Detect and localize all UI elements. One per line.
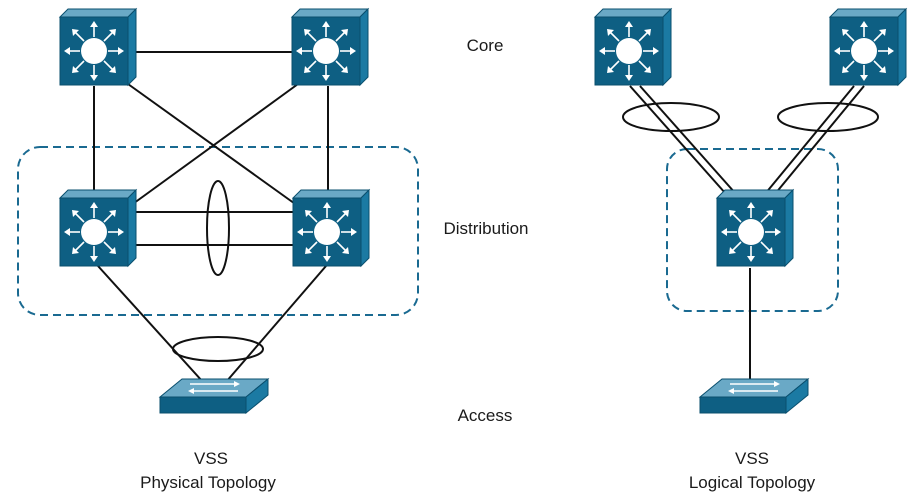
link-core2-vss-a <box>764 85 855 195</box>
logical-vss-switch <box>716 189 794 267</box>
logical-access-switch <box>699 378 809 414</box>
link-dist1-access <box>97 265 204 383</box>
tier-labels: Core Distribution Access <box>443 36 528 425</box>
physical-access-switch <box>159 378 269 414</box>
physical-core-switch-1 <box>59 8 137 86</box>
multilayer-switch-icon <box>291 8 369 86</box>
link-core1-vss-b <box>639 85 737 195</box>
link-dist2-access <box>225 265 327 383</box>
multilayer-switch-icon <box>716 189 794 267</box>
tier-label-distribution: Distribution <box>443 219 528 238</box>
tier-label-core: Core <box>467 36 504 55</box>
multilayer-switch-icon <box>829 8 907 86</box>
physical-topology: VSS Physical Topology <box>17 8 419 492</box>
physical-links <box>93 51 329 383</box>
physical-caption-line1: VSS <box>194 449 228 468</box>
physical-dist-portchannel-ring <box>206 180 230 276</box>
logical-core1-portchannel-ring <box>622 102 720 132</box>
workgroup-switch-icon <box>159 378 269 414</box>
logical-caption-line2: Logical Topology <box>689 473 816 492</box>
workgroup-switch-icon <box>699 378 809 414</box>
tier-label-access: Access <box>458 406 513 425</box>
link-core2-dist1 <box>129 83 299 207</box>
logical-core-switch-1 <box>594 8 672 86</box>
physical-distribution-group <box>17 146 419 316</box>
physical-caption-line2: Physical Topology <box>140 473 276 492</box>
logical-vss-group <box>666 148 839 312</box>
multilayer-switch-icon <box>594 8 672 86</box>
logical-core2-portchannel-ring <box>777 102 879 132</box>
multilayer-switch-icon <box>292 189 370 267</box>
physical-access-portchannel-ring <box>172 336 264 362</box>
multilayer-switch-icon <box>59 189 137 267</box>
physical-distribution-switch-1 <box>59 189 137 267</box>
logical-topology: VSS Logical Topology <box>594 8 907 492</box>
physical-distribution-switch-2 <box>292 189 370 267</box>
multilayer-switch-icon <box>59 8 137 86</box>
logical-core-switch-2 <box>829 8 907 86</box>
physical-core-switch-2 <box>291 8 369 86</box>
logical-caption-line1: VSS <box>735 449 769 468</box>
